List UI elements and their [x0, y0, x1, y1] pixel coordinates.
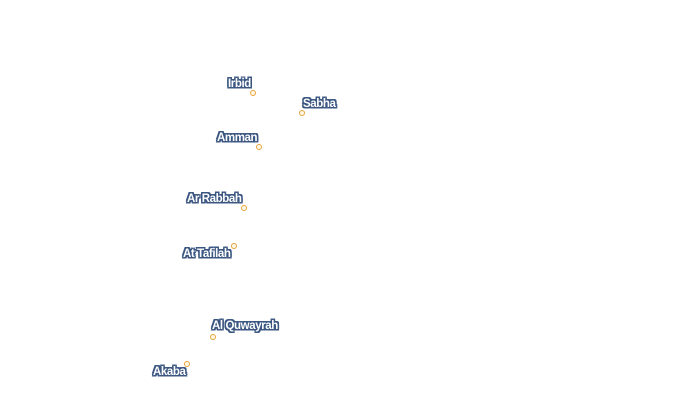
city-marker-icon[interactable] [184, 361, 190, 367]
place-label: Amman [217, 132, 258, 144]
city-marker-icon[interactable] [210, 334, 216, 340]
place-label: At Tafilah [183, 248, 231, 260]
city-marker-icon[interactable] [231, 243, 237, 249]
place-label: Irbid [228, 78, 251, 90]
city-marker-icon[interactable] [299, 110, 305, 116]
place-label: Akaba [153, 366, 186, 378]
place-label: Al Quwayrah [212, 320, 278, 332]
city-marker-icon[interactable] [241, 205, 247, 211]
city-marker-icon[interactable] [250, 90, 256, 96]
place-label: Sabha [303, 98, 336, 110]
place-label: Ar Rabbah [187, 193, 242, 205]
city-marker-icon[interactable] [256, 144, 262, 150]
